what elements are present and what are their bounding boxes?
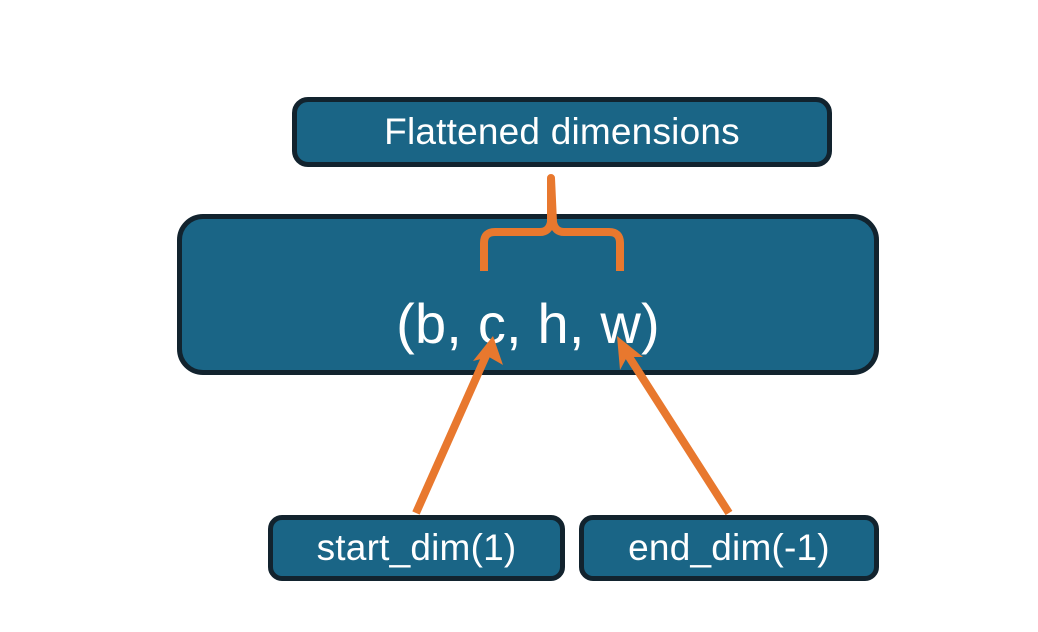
node-tensor-shape-label: (b, c, h, w) bbox=[396, 292, 660, 355]
node-flattened-dimensions[interactable]: Flattened dimensions bbox=[292, 97, 832, 167]
node-end-dim-label: end_dim(-1) bbox=[628, 527, 830, 568]
node-flattened-dimensions-label: Flattened dimensions bbox=[384, 111, 740, 152]
node-start-dim-label: start_dim(1) bbox=[316, 527, 517, 568]
node-end-dim[interactable]: end_dim(-1) bbox=[579, 515, 879, 581]
node-start-dim[interactable]: start_dim(1) bbox=[268, 515, 565, 581]
node-tensor-shape[interactable]: (b, c, h, w) bbox=[177, 214, 879, 375]
